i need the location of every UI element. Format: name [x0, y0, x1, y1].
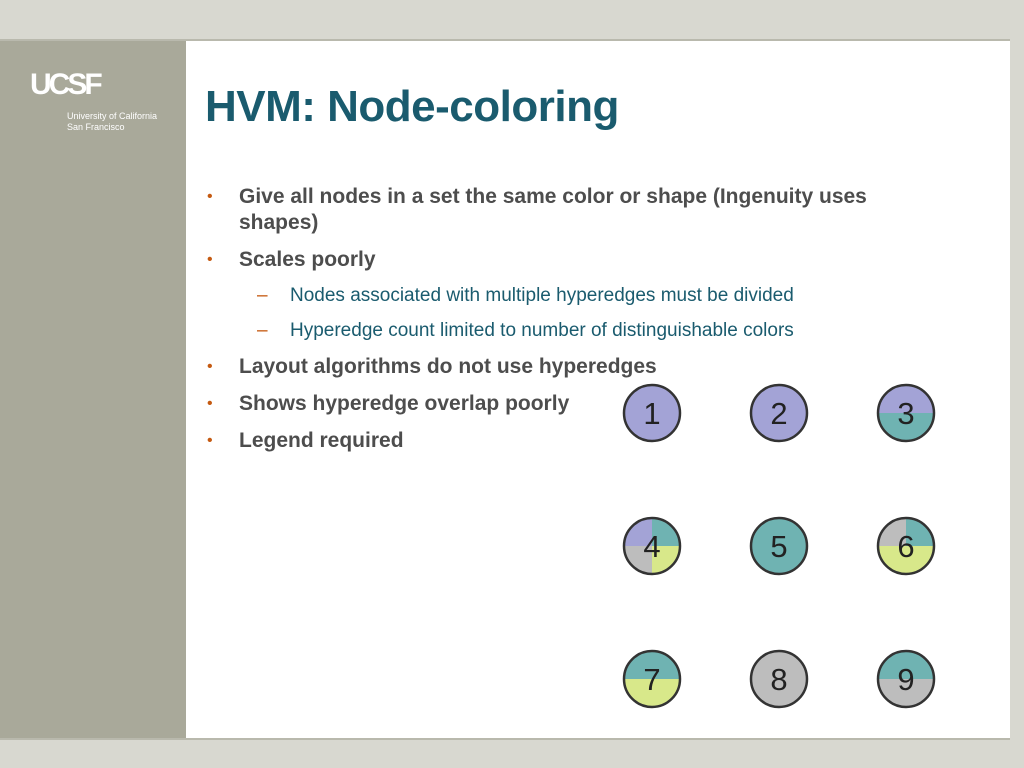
node-outline	[876, 649, 936, 709]
node-grid: 1 2 3 4 5 6 7 8 9	[622, 383, 936, 709]
node-segment	[878, 385, 934, 413]
node-outline	[749, 383, 809, 443]
node-segment	[906, 518, 934, 546]
node-fill	[624, 385, 680, 441]
graph-node: 1	[622, 383, 682, 443]
node-segment	[878, 413, 934, 441]
dash-icon: –	[257, 285, 268, 306]
logo-line-university: University of California	[67, 111, 158, 121]
node-label: 3	[897, 396, 914, 431]
sub-bullet-item: – Nodes associated with multiple hyperedg…	[205, 284, 945, 308]
bullet-icon: •	[207, 358, 213, 375]
bullet-icon: •	[207, 395, 213, 412]
node-fill	[751, 651, 807, 707]
graph-node: 6	[876, 516, 936, 576]
node-segment	[878, 679, 934, 707]
node-outline	[622, 383, 682, 443]
slide-title: HVM: Node-coloring	[205, 82, 619, 131]
node-label: 8	[770, 662, 787, 697]
graph-node: 5	[749, 516, 809, 576]
bullet-list: • Give all nodes in a set the same color …	[205, 184, 945, 465]
node-segment	[878, 546, 906, 574]
dash-icon: –	[257, 320, 268, 341]
bottom-band	[0, 740, 1024, 768]
node-fill	[751, 518, 807, 574]
node-segment	[624, 651, 680, 679]
node-segment	[652, 518, 680, 546]
node-label: 9	[897, 662, 914, 697]
bullet-item: • Give all nodes in a set the same color …	[205, 184, 945, 236]
node-label: 4	[643, 529, 660, 564]
node-outline	[749, 649, 809, 709]
node-outline	[622, 516, 682, 576]
bullet-item: • Scales poorly	[205, 247, 945, 273]
node-label: 6	[897, 529, 914, 564]
graph-node: 3	[876, 383, 936, 443]
slide-content-area	[186, 41, 1010, 738]
node-segment	[624, 679, 680, 707]
bullet-text: Shows hyperedge overlap poorly	[239, 392, 570, 415]
bullet-icon: •	[207, 251, 213, 268]
bullet-text: Scales poorly	[239, 248, 376, 271]
node-label: 2	[770, 396, 787, 431]
top-band	[0, 0, 1024, 40]
graph-node: 7	[622, 649, 682, 709]
bullet-text: Hyperedge count limited to number of dis…	[290, 320, 794, 341]
graph-node: 8	[749, 649, 809, 709]
bullet-item: • Layout algorithms do not use hyperedges	[205, 354, 945, 380]
graph-node: 4	[622, 516, 682, 576]
node-segment	[906, 546, 934, 574]
node-outline	[876, 383, 936, 443]
logo-line-city: San Francisco	[67, 122, 125, 132]
node-outline	[876, 516, 936, 576]
bullet-text: Give all nodes in a set the same color o…	[239, 185, 867, 234]
node-label: 1	[643, 396, 660, 431]
bottom-divider	[0, 738, 1010, 740]
graph-node: 2	[749, 383, 809, 443]
ucsf-logo: UCSF University of California San Franci…	[30, 70, 170, 140]
top-divider	[0, 39, 1010, 41]
sub-bullet-item: – Hyperedge count limited to number of di…	[205, 319, 945, 343]
node-outline	[622, 649, 682, 709]
bullet-item: • Shows hyperedge overlap poorly	[205, 391, 945, 417]
bullet-item: • Legend required	[205, 428, 945, 454]
node-segment	[624, 518, 652, 546]
sidebar	[0, 41, 186, 738]
logo-mark: UCSF	[30, 68, 103, 101]
node-segment	[624, 546, 652, 574]
graph-node: 9	[876, 649, 936, 709]
node-fill	[751, 385, 807, 441]
node-label: 5	[770, 529, 787, 564]
bullet-text: Legend required	[239, 429, 404, 452]
node-outline	[749, 516, 809, 576]
node-segment	[878, 518, 906, 546]
node-segment	[652, 546, 680, 574]
bullet-icon: •	[207, 188, 213, 205]
node-label: 7	[643, 662, 660, 697]
node-segment	[878, 651, 934, 679]
bullet-text: Nodes associated with multiple hyperedge…	[290, 285, 794, 306]
bullet-text: Layout algorithms do not use hyperedges	[239, 355, 657, 378]
bullet-icon: •	[207, 432, 213, 449]
right-strip	[1010, 0, 1024, 768]
